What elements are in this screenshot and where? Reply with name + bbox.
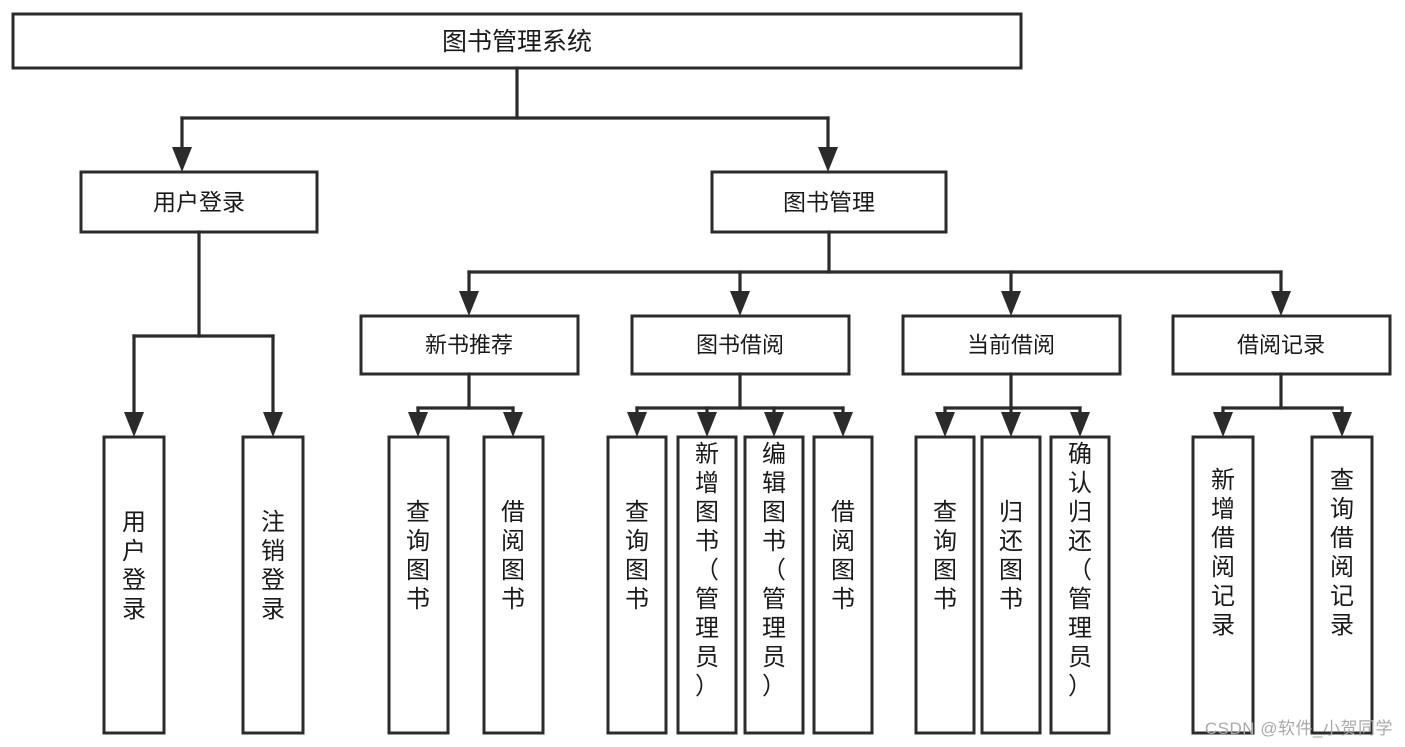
- leaf-user-login-1[interactable]: 用户登录: [102, 435, 166, 735]
- leaf-book-borrow-4[interactable]: 借阅图书: [812, 435, 874, 735]
- leaf-book-borrow-2[interactable]: 新增图书（管理员）: [676, 435, 738, 735]
- arrow-new-book-rec-leaf-1: [408, 412, 428, 437]
- leaf-borrow-record-1-label: 新增借阅记录: [1211, 467, 1235, 639]
- node-book-borrow-label: 图书借阅: [696, 333, 784, 358]
- leaf-book-borrow-2-box[interactable]: [676, 435, 738, 735]
- leaf-book-borrow-3-label: 编辑图书（管理员）: [762, 441, 786, 700]
- node-borrow-record[interactable]: 借阅记录: [1171, 314, 1392, 376]
- leaf-new-book-rec-1-label: 查询图书: [406, 499, 430, 613]
- node-book-manage[interactable]: 图书管理: [710, 170, 948, 234]
- node-user-login-label: 用户登录: [153, 189, 245, 215]
- leaf-borrow-record-1[interactable]: 新增借阅记录: [1191, 435, 1255, 735]
- arrow-book-borrow-leaf-1: [627, 412, 647, 437]
- node-root-box[interactable]: [11, 12, 1023, 70]
- leaf-book-borrow-1[interactable]: 查询图书: [606, 435, 668, 735]
- node-book-manage-label: 图书管理: [783, 189, 875, 215]
- arrow-borrow-record-leaf-1: [1213, 412, 1233, 437]
- leaf-current-borrow-1[interactable]: 查询图书: [914, 435, 976, 735]
- node-root[interactable]: 图书管理系统: [11, 12, 1023, 70]
- leaf-borrow-record-2-label: 查询借阅记录: [1330, 467, 1354, 639]
- leaf-user-login-2[interactable]: 注销登录: [241, 435, 305, 735]
- node-book-borrow-box[interactable]: [630, 314, 851, 376]
- node-current-borrow-box[interactable]: [901, 314, 1122, 376]
- leaf-current-borrow-2-box[interactable]: [980, 435, 1042, 735]
- node-current-borrow[interactable]: 当前借阅: [901, 314, 1122, 376]
- leaf-user-login-1-box[interactable]: [102, 435, 166, 735]
- leaf-new-book-rec-2-box[interactable]: [482, 435, 545, 735]
- arrow-to-current-borrow: [1001, 291, 1021, 316]
- leaf-borrow-record-2[interactable]: 查询借阅记录: [1310, 435, 1374, 735]
- arrow-to-borrow-record: [1271, 291, 1291, 316]
- node-borrow-record-box[interactable]: [1171, 314, 1392, 376]
- arrow-new-book-rec-leaf-2: [503, 412, 523, 437]
- leaf-new-book-rec-2[interactable]: 借阅图书: [482, 435, 545, 735]
- leaf-new-book-rec-1-box[interactable]: [387, 435, 450, 735]
- arrow-book-borrow-leaf-3: [764, 412, 784, 437]
- leaf-book-borrow-4-label: 借阅图书: [831, 499, 855, 613]
- arrow-to-new-book-rec: [459, 291, 479, 316]
- arrow-book-borrow-leaf-4: [833, 412, 853, 437]
- leaf-borrow-record-2-box[interactable]: [1310, 435, 1374, 735]
- leaf-book-borrow-3-box[interactable]: [743, 435, 805, 735]
- leaf-borrow-record-1-box[interactable]: [1191, 435, 1255, 735]
- leaf-user-login-2-label: 注销登录: [261, 509, 285, 623]
- leaf-book-borrow-1-label: 查询图书: [625, 499, 649, 613]
- leaf-new-book-rec-2-label: 借阅图书: [501, 499, 525, 613]
- leaf-current-borrow-1-label: 查询图书: [933, 499, 957, 613]
- leaf-current-borrow-2-label: 归还图书: [999, 499, 1023, 613]
- leaf-book-borrow-1-box[interactable]: [606, 435, 668, 735]
- arrow-current-borrow-leaf-1: [935, 412, 955, 437]
- leaf-new-book-rec-1[interactable]: 查询图书: [387, 435, 450, 735]
- leaf-book-borrow-3[interactable]: 编辑图书（管理员）: [743, 435, 805, 735]
- arrow-user-login-leaf-1: [124, 412, 144, 437]
- node-user-login[interactable]: 用户登录: [79, 170, 319, 234]
- arrow-book-borrow-leaf-2: [697, 412, 717, 437]
- arrow-to-user-login: [172, 147, 192, 172]
- node-new-book-rec-box[interactable]: [359, 314, 580, 376]
- node-new-book-rec[interactable]: 新书推荐: [359, 314, 580, 376]
- node-book-manage-box[interactable]: [710, 170, 948, 234]
- leaf-current-borrow-3[interactable]: 确认归还（管理员）: [1049, 435, 1111, 735]
- arrow-user-login-leaf-2: [263, 412, 283, 437]
- leaf-current-borrow-2[interactable]: 归还图书: [980, 435, 1042, 735]
- node-book-borrow[interactable]: 图书借阅: [630, 314, 851, 376]
- csdn-watermark: CSDN @软件_小贺同学: [1204, 719, 1393, 738]
- leaf-user-login-1-label: 用户登录: [122, 509, 146, 623]
- leaf-current-borrow-1-box[interactable]: [914, 435, 976, 735]
- node-borrow-record-label: 借阅记录: [1237, 333, 1325, 358]
- node-current-borrow-label: 当前借阅: [967, 333, 1055, 358]
- arrow-current-borrow-leaf-2: [1001, 412, 1021, 437]
- arrow-to-book-manage: [818, 147, 838, 172]
- leaf-current-borrow-3-label: 确认归还（管理员）: [1068, 441, 1092, 700]
- node-new-book-rec-label: 新书推荐: [425, 333, 513, 358]
- arrow-to-book-borrow: [730, 291, 750, 316]
- arrow-current-borrow-leaf-3: [1070, 412, 1090, 437]
- arrow-borrow-record-leaf-2: [1332, 412, 1352, 437]
- leaf-book-borrow-2-label: 新增图书（管理员）: [695, 441, 719, 700]
- leaf-book-borrow-4-box[interactable]: [812, 435, 874, 735]
- leaf-user-login-2-box[interactable]: [241, 435, 305, 735]
- node-root-label: 图书管理系统: [442, 28, 592, 56]
- leaf-current-borrow-3-box[interactable]: [1049, 435, 1111, 735]
